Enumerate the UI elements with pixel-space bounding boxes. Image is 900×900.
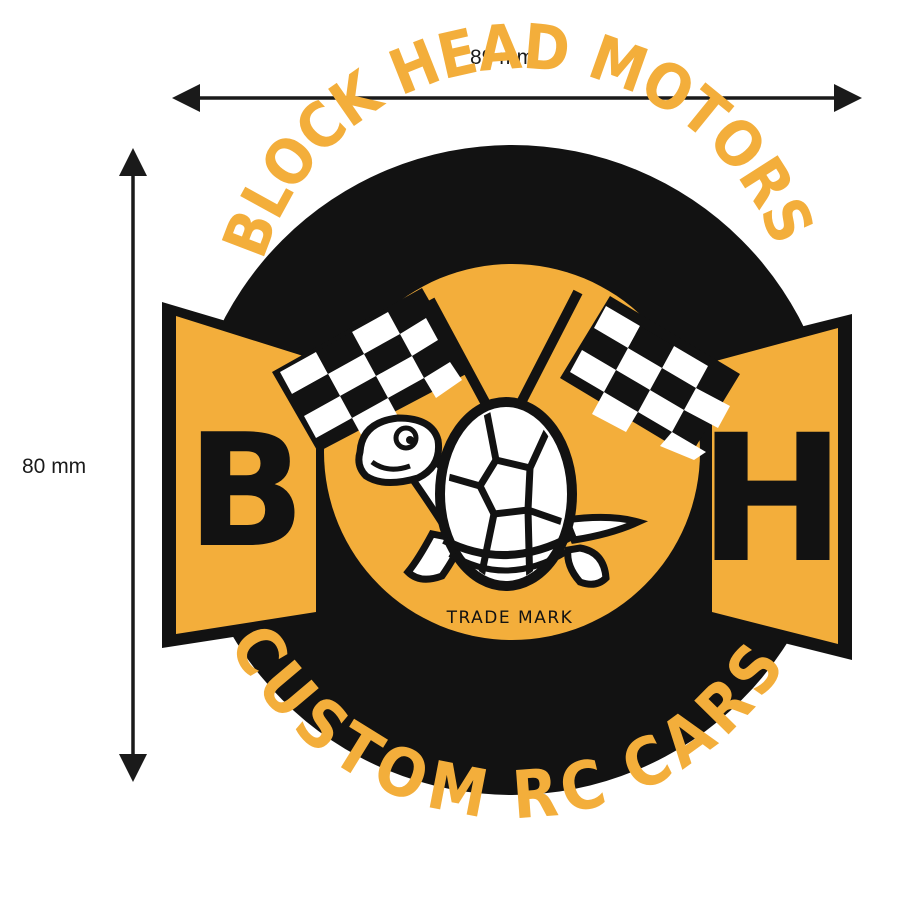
right-checkered-flag-icon	[560, 296, 740, 460]
right-letter-h: H	[698, 397, 845, 602]
left-letter-b: B	[187, 400, 306, 582]
width-dimension-arrow	[172, 84, 862, 112]
height-dimension-arrow	[119, 148, 147, 782]
width-dimension-label: 89 mm	[470, 46, 535, 69]
left-checkered-flag-icon	[272, 288, 470, 452]
sticker-logo: B H	[162, 10, 852, 834]
height-dimension-label: 80 mm	[22, 455, 87, 478]
turtle-icon	[355, 397, 649, 591]
trademark-text: TRADE MARK	[446, 608, 574, 628]
